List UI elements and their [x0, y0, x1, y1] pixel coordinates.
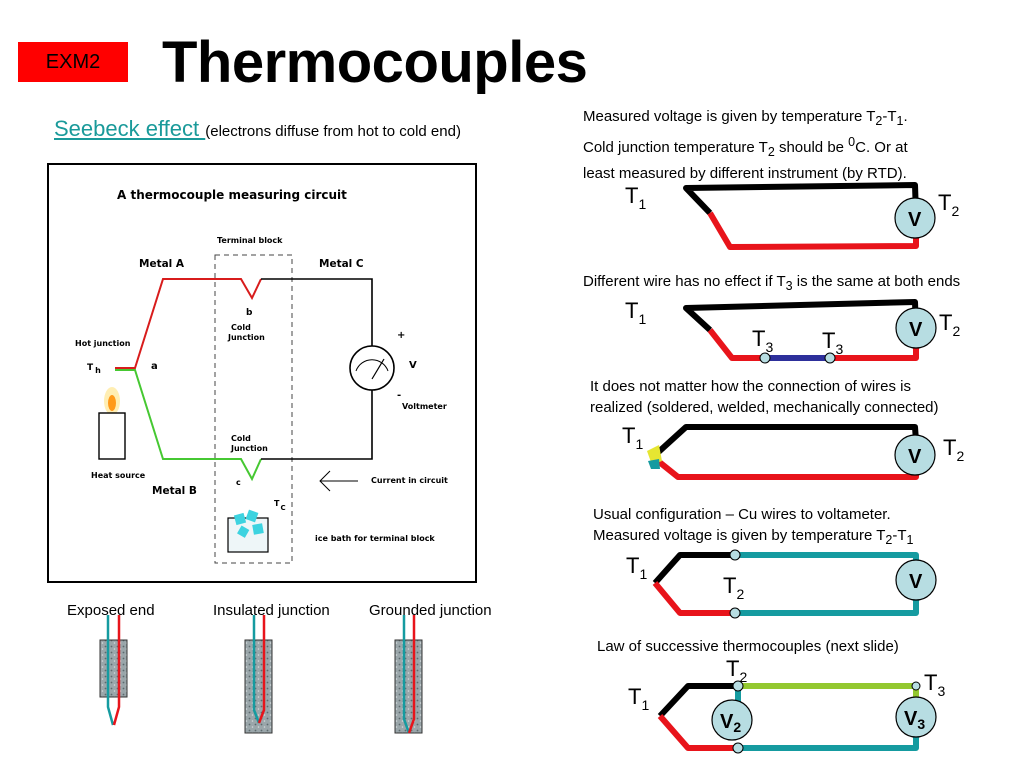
panel1-caption: Measured voltage is given by temperature…: [583, 108, 908, 182]
seebeck-note: (electrons diffuse from hot to cold end): [205, 123, 461, 140]
exposed-end-probe: [99, 615, 128, 726]
metal-c-label: Metal C: [319, 258, 364, 270]
ice-bath-icon: [227, 509, 269, 553]
config5-wire-teal-bottom: [738, 732, 919, 751]
config1-v-label: V: [908, 209, 922, 231]
config3-t2: T2: [943, 435, 964, 464]
config4-voltmeter: [895, 559, 937, 601]
hot-junction-label: Hot junction: [75, 339, 131, 348]
metal-a-wire: [115, 278, 262, 369]
config5-wire-red: [657, 714, 738, 751]
candle-icon: [98, 387, 126, 460]
voltmeter-icon: [349, 345, 395, 391]
config-successive: V2 V3 T1 T2 T3: [628, 656, 945, 754]
cold-junction-b-label-1: Cold: [231, 323, 251, 332]
config3-v-label: V: [908, 446, 922, 468]
ice-bath-label: ice bath for terminal block: [315, 534, 435, 543]
config5-t3: T3: [924, 670, 945, 699]
config3-wire-black: [650, 424, 919, 460]
config1-t1: T1: [625, 183, 646, 212]
metal-c-wire-top: [261, 278, 373, 346]
config5-voltmeter-v2: [711, 699, 753, 741]
junction-c-label: c: [236, 478, 241, 487]
config5-voltmeter-v3: [895, 696, 937, 738]
cold-junction-b-label-2: Junction: [227, 333, 265, 342]
circuit-title: A thermocouple measuring circuit: [117, 188, 347, 202]
grounded-junction-probe: [394, 615, 423, 734]
exposed-end-label: Exposed end: [67, 602, 155, 619]
config2-v-label: V: [909, 319, 923, 341]
voltmeter-v-label: V: [409, 360, 417, 371]
config4-t2: T2: [723, 573, 744, 602]
config5-v2-label: V2: [720, 711, 741, 735]
config3-wire-red: [651, 454, 919, 480]
config2-t2: T2: [939, 310, 960, 339]
config1-wire-black: [683, 182, 919, 216]
config5-wire-lime: [738, 683, 919, 700]
config4-wire-teal-top: [735, 552, 919, 565]
current-label: Current in circuit: [371, 476, 448, 485]
grounded-junction-label: Grounded junction: [369, 602, 492, 619]
config-third-wire: V T1 T2 T3 T3: [625, 298, 960, 364]
slide-title: Thermocouples: [162, 30, 588, 95]
cold-junction-c-label-1: Cold: [231, 434, 251, 443]
panel4-caption: Usual configuration – Cu wires to voltam…: [593, 506, 914, 547]
panel5-caption: Law of successive thermocouples (next sl…: [597, 638, 899, 655]
config2-t3-right: T3: [822, 328, 843, 357]
metal-c-wire-bottom: [261, 389, 373, 460]
config-cu-wires: V T1 T2: [626, 549, 937, 619]
tc-label: TC: [274, 499, 286, 512]
voltmeter-plus: +: [397, 330, 405, 341]
metal-a-label: Metal A: [139, 258, 185, 270]
circuit-frame: [47, 163, 477, 583]
seebeck-link[interactable]: Seebeck effect: [54, 116, 206, 141]
junction-b-label: b: [246, 308, 253, 318]
current-arrow-icon: [319, 470, 358, 492]
insulated-junction-label: Insulated junction: [213, 602, 330, 619]
config1-t2: T2: [938, 190, 959, 219]
cold-junction-c-label-2: Junction: [230, 444, 268, 453]
config-joined: V T1 T2: [622, 423, 964, 480]
config3-t1: T1: [622, 423, 643, 452]
config4-wire-red: [652, 581, 735, 616]
config2-t1: T1: [625, 298, 646, 327]
config4-wire-teal-bottom: [735, 595, 919, 616]
config4-t1: T1: [626, 553, 647, 582]
config5-wire-black: [657, 683, 738, 719]
terminal-block-box: [214, 254, 293, 564]
voltmeter-minus: -: [397, 390, 401, 401]
config5-t2: T2: [726, 656, 747, 685]
junction-types-illustration: [99, 615, 423, 734]
thermocouple-configurations: V T1 T2 V T1 T2 T3 T3 V T1 T2 V: [622, 182, 964, 754]
config3-voltmeter: [894, 434, 936, 476]
thermocouple-circuit-diagram: A thermocouple measuring circuit Termina…: [47, 163, 477, 583]
config1-wire-red: [707, 211, 919, 250]
config4-wire-black: [652, 552, 735, 585]
config2-voltmeter: [895, 307, 937, 349]
config1-voltmeter: [894, 197, 936, 239]
insulated-junction-probe: [244, 615, 273, 734]
voltmeter-label: Voltmeter: [402, 402, 447, 411]
config2-t3-left: T3: [752, 326, 773, 355]
junction-a-label: a: [151, 361, 158, 372]
config4-v-label: V: [909, 571, 923, 593]
slide-badge: EXM2: [18, 42, 128, 82]
seebeck-line: Seebeck effect (electrons diffuse from h…: [54, 116, 461, 142]
config5-t1: T1: [628, 684, 649, 713]
panel3-caption: It does not matter how the connection of…: [590, 378, 939, 416]
heat-source-label: Heat source: [91, 471, 146, 480]
metal-b-label: Metal B: [152, 485, 197, 497]
config-basic: V T1 T2: [625, 182, 959, 250]
terminal-block-label: Terminal block: [217, 236, 283, 245]
config2-wire-red-right: [830, 348, 919, 361]
config2-wire-red-left: [707, 328, 765, 361]
config2-wire-black: [683, 299, 919, 333]
panel2-caption: Different wire has no effect if T3 is th…: [583, 273, 961, 293]
config5-v3-label: V3: [904, 708, 925, 732]
metal-b-wire: [115, 369, 262, 482]
